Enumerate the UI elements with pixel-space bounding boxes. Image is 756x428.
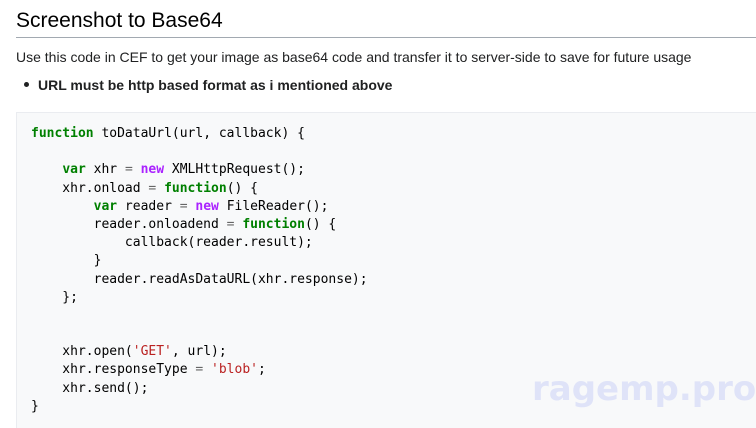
code-token-plain: () {: [226, 180, 258, 196]
code-token-plain: xhr.onload: [31, 180, 149, 196]
code-line: reader.onloadend = function() {: [31, 216, 368, 234]
code-line: }: [31, 398, 368, 416]
bullet-icon: [24, 82, 29, 87]
code-line: xhr.send();: [31, 380, 368, 398]
code-line: [31, 307, 368, 325]
code-token-plain: FileReader();: [218, 198, 329, 214]
code-line: function toDataUrl(url, callback) {: [31, 125, 368, 143]
code-token-plain: };: [31, 289, 78, 305]
code-token-plain: xhr.responseType: [31, 362, 196, 378]
code-token-plain: xhr: [85, 162, 125, 178]
code-token-string: 'blob': [211, 362, 258, 378]
code-token-op: =: [226, 216, 235, 232]
code-token-plain: () {: [304, 216, 337, 232]
code-token-plain: reader.onloadend: [31, 216, 227, 232]
code-token-plain: [203, 362, 211, 377]
code-token-plain: reader.readAsDataURL(xhr.response);: [31, 271, 368, 287]
code-token-plain: [31, 162, 62, 177]
code-line: [31, 325, 368, 343]
intro-paragraph: Use this code in CEF to get your image a…: [16, 49, 692, 65]
page-title: Screenshot to Base64: [16, 9, 223, 32]
code-token-op: =: [195, 362, 204, 378]
code-token-new: new: [140, 162, 165, 178]
code-token-keyword: function: [242, 216, 305, 232]
code-token-plain: }: [31, 253, 102, 269]
code-line: }: [31, 252, 368, 270]
code-line: xhr.onload = function() {: [31, 180, 368, 198]
code-line: reader.readAsDataURL(xhr.response);: [31, 271, 368, 289]
code-line: var xhr = new XMLHttpRequest();: [31, 161, 368, 179]
code-token-string: 'GET': [132, 344, 172, 360]
code-token-keyword: function: [31, 126, 94, 141]
code-listing: function toDataUrl(url, callback) { var …: [31, 125, 368, 416]
code-token-plain: xhr.send();: [31, 380, 149, 396]
code-line: callback(reader.result);: [31, 234, 368, 252]
code-token-keyword: var: [62, 162, 86, 178]
note-item: URL must be http based format as i menti…: [24, 75, 392, 95]
code-token-op: =: [124, 162, 133, 178]
code-token-plain: callback(reader.result);: [31, 235, 313, 251]
code-line: var reader = new FileReader();: [31, 198, 368, 216]
code-token-keyword: function: [164, 180, 227, 196]
note-text: URL must be http based format as i menti…: [38, 77, 393, 93]
notes-list: URL must be http based format as i menti…: [24, 75, 392, 95]
code-token-plain: [133, 162, 141, 177]
code-token-new: new: [195, 198, 219, 214]
code-token-plain: XMLHttpRequest();: [164, 162, 305, 178]
code-token-plain: , url);: [171, 344, 227, 360]
code-line: [31, 143, 368, 161]
code-token-plain: [156, 181, 164, 196]
code-line: xhr.open('GET', url);: [31, 343, 368, 361]
code-line: xhr.responseType = 'blob';: [31, 361, 368, 379]
code-token-plain: toDataUrl(url, callback) {: [93, 126, 305, 141]
code-token-plain: reader: [117, 198, 180, 214]
code-token-op: =: [179, 198, 188, 214]
code-token-plain: xhr.open(: [31, 344, 133, 360]
code-token-plain: [31, 199, 94, 214]
title-divider: [16, 37, 756, 38]
code-line: };: [31, 289, 368, 307]
code-block[interactable]: function toDataUrl(url, callback) { var …: [16, 112, 756, 428]
code-token-keyword: var: [93, 198, 118, 214]
code-token-op: =: [148, 180, 157, 196]
code-token-plain: }: [31, 398, 39, 414]
code-token-plain: ;: [258, 362, 266, 378]
